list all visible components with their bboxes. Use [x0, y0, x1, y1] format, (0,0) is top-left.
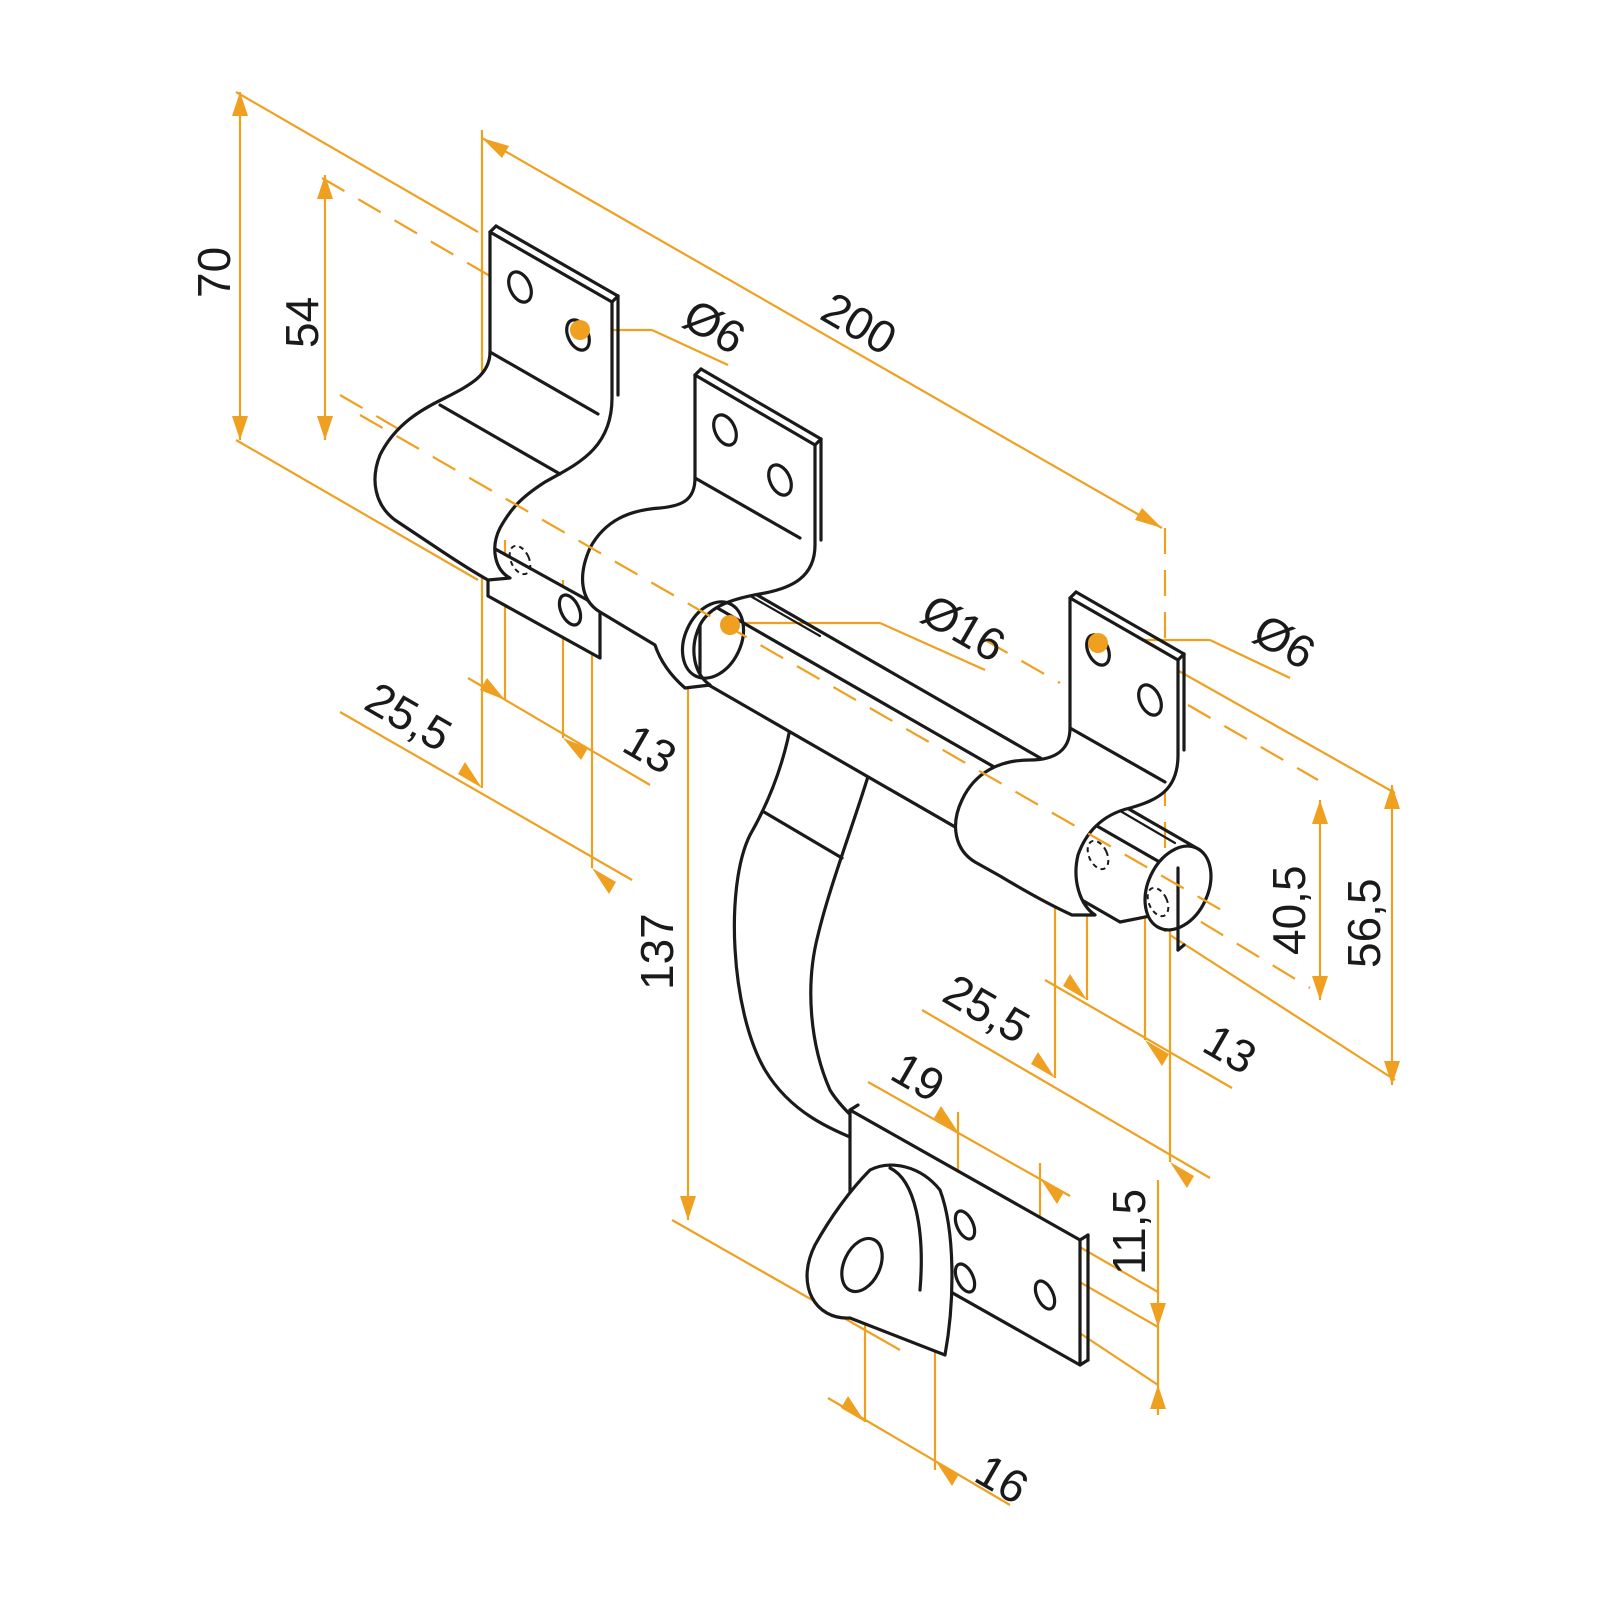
phi6-right-marker	[1088, 633, 1108, 653]
middle-bracket-hole-1	[712, 413, 738, 447]
phi6-top-marker	[570, 320, 590, 340]
label-16: 16	[967, 1444, 1037, 1515]
label-25-5-right: 25,5	[935, 964, 1039, 1054]
hinge-part	[373, 224, 1213, 1367]
left-lower-hole	[557, 593, 583, 627]
label-11-5: 11,5	[1103, 1189, 1155, 1275]
plate-hole-3	[1033, 1279, 1057, 1311]
label-200: 200	[813, 282, 905, 365]
plate-hole-1	[953, 1209, 977, 1241]
plate-hole-2	[953, 1262, 977, 1294]
label-19: 19	[883, 1042, 953, 1113]
middle-bracket-hole-2	[767, 463, 793, 497]
left-bracket-hole-1	[507, 270, 533, 304]
right-bracket-hole-2	[1137, 683, 1163, 717]
dimension-arrows	[232, 92, 1400, 1486]
label-phi16: Ø16	[913, 584, 1014, 673]
eye-lug	[805, 1163, 954, 1357]
label-137: 137	[631, 913, 683, 990]
center-lines	[359, 320, 1231, 916]
middle-bracket	[581, 373, 817, 690]
label-phi6-top: Ø6	[675, 289, 754, 365]
label-25-5-left: 25,5	[357, 672, 461, 762]
label-70: 70	[188, 247, 240, 298]
label-13-left: 13	[615, 714, 685, 785]
phi16-marker	[720, 615, 740, 635]
right-bracket	[953, 596, 1180, 917]
shaft-bore	[680, 600, 746, 680]
left-bracket	[373, 230, 614, 582]
label-56-5: 56,5	[1338, 878, 1390, 968]
label-40-5: 40,5	[1263, 865, 1315, 955]
eye-lug-hole	[840, 1236, 884, 1294]
label-phi6-right: Ø6	[1245, 604, 1324, 680]
hanging-arm	[732, 716, 902, 1162]
label-54: 54	[276, 297, 328, 348]
